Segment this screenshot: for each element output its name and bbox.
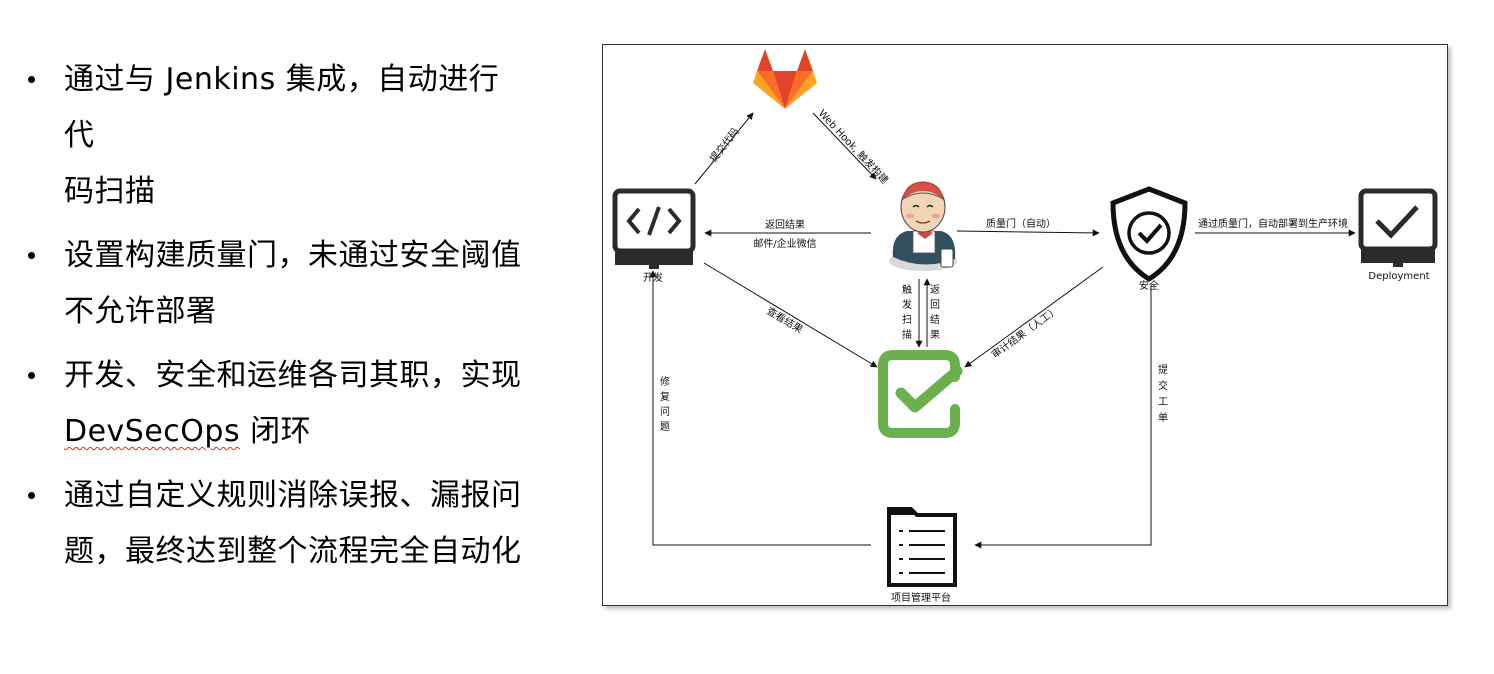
svg-text:触: 触: [902, 283, 912, 296]
edge-commit-code: [694, 112, 754, 185]
edge-audit-results: [964, 266, 1104, 368]
edge-view-results: [703, 262, 878, 368]
svg-text:扫: 扫: [902, 313, 912, 326]
edge-label-trigger-scan: 触 发 扫 描: [902, 283, 912, 341]
bullet-line: 通过与 Jenkins 集成，自动进行代: [64, 62, 500, 153]
gitlab-icon: [753, 49, 817, 109]
edge-fix-issues: [649, 270, 871, 546]
edge-label-submit-ticket: 提 交 工 单: [1158, 364, 1168, 424]
edge-label-return-results: 返回结果: [765, 218, 805, 231]
edge-quality-gate: [956, 229, 1100, 237]
edge-label-webhook: Web Hook, 触发构建: [816, 107, 892, 187]
checkmarx-icon: [878, 350, 963, 438]
bullet-item: 开发、安全和运维各司其职，实现 DevSecOps 闭环: [28, 348, 528, 460]
svg-text:回: 回: [930, 299, 940, 311]
edge-label-quality-gate: 质量门（自动）: [986, 217, 1056, 230]
edge-label-return-results-v: 返 回 结 果: [930, 284, 940, 341]
edge-submit-ticket: [974, 285, 1152, 549]
bullet-line-tail: 闭环: [240, 414, 312, 449]
bullet-line: 开发、安全和运维各司其职，实现: [64, 358, 522, 393]
bullet-line: 设置构建质量门，未通过安全阈值: [64, 238, 522, 273]
node-label-dev: 开发: [643, 271, 663, 284]
deployment-monitor-icon: [1358, 188, 1438, 267]
svg-text:问: 问: [660, 405, 670, 418]
bullet-item: 设置构建质量门，未通过安全阈值 不允许部署: [28, 228, 528, 340]
svg-text:描: 描: [902, 328, 912, 341]
devsecops-diagram: 开发 安全 Deployment 项目管理平台 提交代码 Web Hook, 触…: [602, 44, 1448, 606]
edge-label-audit-results: 审计结果（人工）: [989, 303, 1061, 361]
edges: [649, 112, 1356, 549]
bullet-line: 码扫描: [64, 174, 156, 209]
shield-check-icon: [1110, 186, 1188, 282]
svg-text:题: 题: [660, 421, 670, 433]
bullet-line: 通过自定义规则消除误报、漏报问: [64, 478, 522, 513]
diagram-canvas: 开发 安全 Deployment 项目管理平台 提交代码 Web Hook, 触…: [612, 49, 1438, 604]
spellcheck-word: DevSecOps: [64, 414, 241, 449]
edge-label-fix-issues: 修 复 问 题: [660, 375, 670, 433]
edge-webhook: [812, 112, 877, 180]
svg-text:工: 工: [1158, 397, 1168, 408]
jenkins-icon: [889, 181, 957, 271]
edge-label-commit-code: 提交代码: [707, 125, 742, 165]
bullet-line: 不允许部署: [64, 294, 217, 329]
svg-text:返: 返: [930, 284, 940, 296]
node-label-project-platform: 项目管理平台: [891, 591, 951, 604]
bullet-item: 通过自定义规则消除误报、漏报问 题，最终达到整个流程完全自动化: [28, 468, 528, 580]
bullet-dot: [28, 76, 35, 83]
svg-text:单: 单: [1158, 412, 1168, 424]
edge-label-email-wechat: 邮件/企业微信: [753, 237, 816, 250]
svg-text:果: 果: [930, 329, 940, 341]
bullet-dot: [28, 372, 35, 379]
node-label-deployment: Deployment: [1368, 271, 1429, 282]
svg-text:复: 复: [660, 390, 670, 403]
svg-text:修: 修: [660, 375, 670, 388]
svg-text:提: 提: [1158, 364, 1168, 376]
bullet-line: 题，最终达到整个流程完全自动化: [64, 534, 522, 569]
bullet-dot: [28, 252, 35, 259]
bullet-item: 通过与 Jenkins 集成，自动进行代 码扫描: [28, 52, 528, 220]
bullet-list: 通过与 Jenkins 集成，自动进行代 码扫描 设置构建质量门，未通过安全阈值…: [28, 52, 528, 588]
node-label-security: 安全: [1139, 279, 1159, 292]
edge-label-deploy: 通过质量门，自动部署到生产环境: [1198, 217, 1348, 230]
document-icon: [887, 507, 957, 587]
bullet-dot: [28, 492, 35, 499]
svg-text:交: 交: [1158, 379, 1168, 392]
svg-text:结: 结: [930, 313, 940, 326]
svg-text:发: 发: [902, 298, 912, 311]
code-monitor-icon: [612, 188, 696, 269]
